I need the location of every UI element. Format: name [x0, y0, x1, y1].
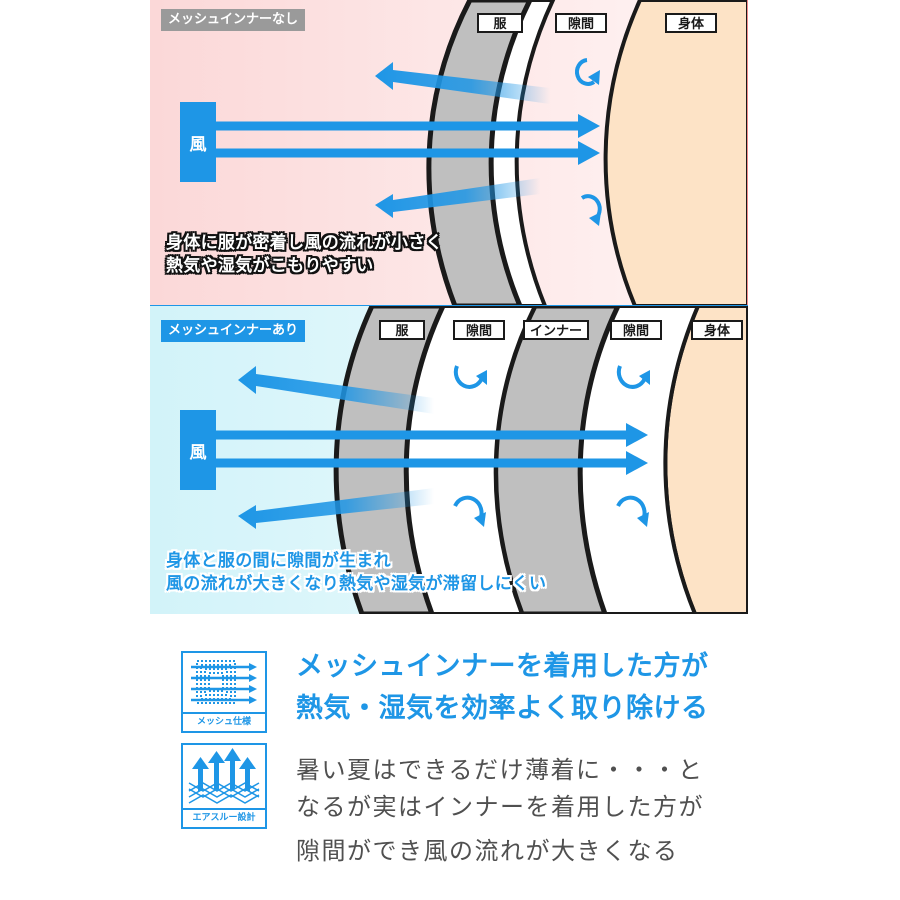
headline-line-2: 熱気・湿気を効率よく取り除ける [296, 693, 709, 724]
label-body: 身体 [691, 320, 743, 340]
body-line-2: なるが実はインナーを着用した方が [296, 793, 704, 821]
panel-with-inner: メッシュインナーあり 服 隙間 インナー 隙間 身体 風 身体と服の間に隙間が生… [150, 306, 748, 614]
body-line-3: 隙間ができ風の流れが大きくなる [296, 837, 679, 865]
swirl-icon [453, 365, 484, 389]
panel-without-inner: メッシュインナーなし 服 隙間 身体 風 身体に服が密着し風の流れが小さく 熱気… [150, 0, 748, 306]
body-line-1: 暑い夏はできるだけ薄着に・・・と [296, 756, 704, 784]
caption-line: 熱気や湿気がこもりやすい [166, 256, 374, 276]
mesh-feature-label: メッシュ仕様 [183, 712, 265, 731]
panel-caption: 身体と服の間に隙間が生まれ 風の流れが大きくなり熱気や湿気が滞留しにくい [166, 550, 546, 596]
airthrough-feature-badge: エアスルー設計 [181, 743, 267, 829]
swirl-icons [575, 58, 602, 226]
label-clothes: 服 [477, 13, 523, 33]
panel-tag: メッシュインナーあり [161, 320, 306, 342]
swirl-icon [616, 365, 647, 389]
caption-line: 身体に服が密着し風の流れが小さく [166, 233, 443, 253]
label-body: 身体 [665, 13, 717, 33]
wind-through-arrows [216, 114, 600, 165]
label-gap-1: 隙間 [453, 320, 505, 340]
air-through-icon [188, 748, 260, 804]
swirl-icon [575, 58, 596, 86]
wind-deflected-arrows [375, 62, 550, 218]
swirl-icons [453, 365, 650, 527]
wind-source: 風 [180, 102, 216, 182]
diagram-with-inner [150, 306, 748, 614]
wind-source: 風 [180, 410, 216, 490]
label-gap-2: 隙間 [610, 320, 662, 340]
label-clothes: 服 [379, 320, 425, 340]
headline-line-1: メッシュインナーを着用した方が [296, 651, 709, 682]
caption-line: 風の流れが大きくなり熱気や湿気が滞留しにくい [166, 574, 547, 594]
wind-through-arrows [216, 423, 648, 475]
label-gap: 隙間 [555, 13, 607, 33]
label-inner: インナー [523, 320, 589, 340]
body-skin [603, 0, 748, 306]
panel-tag: メッシュインナーなし [161, 9, 306, 31]
caption-line: 身体と服の間に隙間が生まれ [166, 551, 391, 571]
mesh-feature-badge: メッシュ仕様 [181, 651, 267, 733]
wind-deflected-arrows [238, 366, 434, 529]
mesh-fabric-icon [191, 660, 257, 704]
panel-caption: 身体に服が密着し風の流れが小さく 熱気や湿気がこもりやすい [166, 232, 443, 278]
airthrough-feature-label: エアスルー設計 [183, 808, 265, 827]
diagram-without-inner [150, 0, 748, 306]
